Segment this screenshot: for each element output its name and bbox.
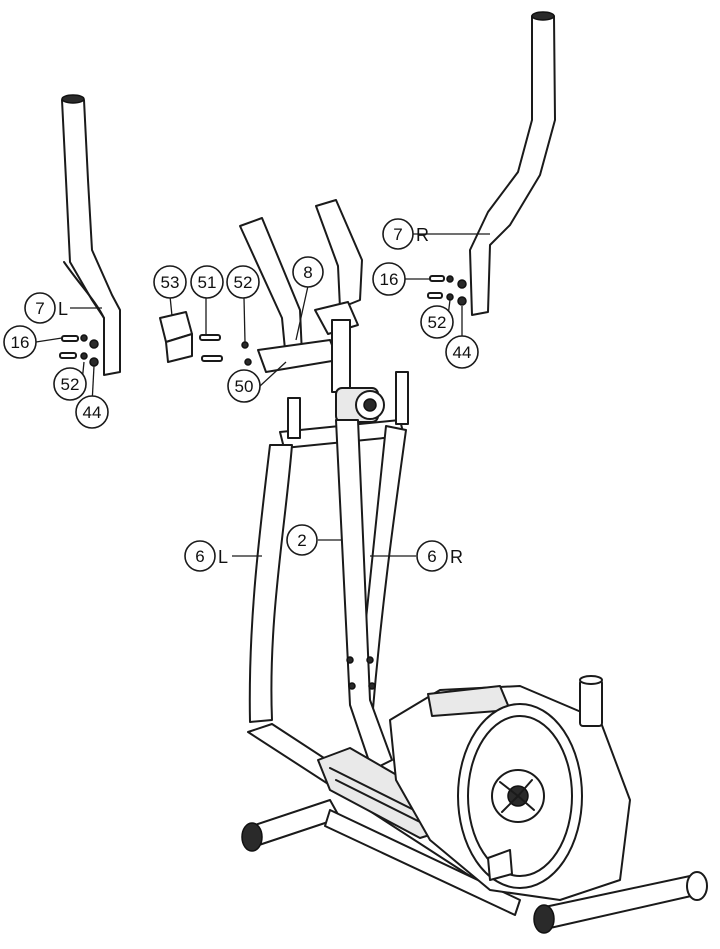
callout-2: 2 [286, 524, 318, 556]
leader-lines [35, 233, 490, 557]
svg-text:53: 53 [161, 273, 180, 292]
svg-text:16: 16 [380, 270, 399, 289]
svg-text:R: R [416, 225, 429, 245]
svg-text:51: 51 [198, 273, 217, 292]
callout-51: 51 [190, 265, 224, 299]
svg-text:7: 7 [393, 225, 402, 244]
svg-text:6: 6 [195, 547, 204, 566]
callout-7-left: 7 L [24, 292, 68, 324]
callout-52-center: 52 [226, 265, 260, 299]
callout-52-left: 52 [53, 367, 87, 401]
svg-text:50: 50 [235, 377, 254, 396]
svg-text:8: 8 [303, 263, 312, 282]
svg-text:44: 44 [453, 343, 472, 362]
washer-icon [427, 275, 467, 306]
callout-6-left: 6 L [184, 540, 228, 572]
svg-text:7: 7 [35, 299, 44, 318]
callout-16-right: 16 [372, 262, 406, 296]
callout-6-right: 6 R [416, 540, 463, 572]
callout-16-left: 16 [3, 325, 37, 359]
bolt-icon [59, 334, 99, 367]
svg-text:52: 52 [234, 273, 253, 292]
callout-44-left: 44 [75, 395, 109, 429]
callout-53: 53 [153, 265, 187, 299]
callout-8: 8 [292, 256, 324, 288]
svg-text:L: L [58, 299, 68, 319]
svg-text:L: L [218, 547, 228, 567]
svg-text:52: 52 [61, 375, 80, 394]
flywheel-icon [389, 675, 708, 934]
svg-text:R: R [450, 547, 463, 567]
callout-7-right: 7 R [382, 218, 429, 250]
callout-52-right: 52 [420, 305, 454, 339]
svg-text:16: 16 [11, 333, 30, 352]
svg-text:2: 2 [297, 531, 306, 550]
nut-icon [159, 311, 252, 366]
handlebar-left-icon [61, 94, 121, 376]
console-icon [239, 199, 385, 423]
svg-text:52: 52 [428, 313, 447, 332]
handlebar-right-icon [469, 11, 556, 316]
callout-50: 50 [227, 369, 261, 403]
callout-44-right: 44 [445, 335, 479, 369]
svg-text:44: 44 [83, 403, 102, 422]
svg-text:6: 6 [427, 547, 436, 566]
